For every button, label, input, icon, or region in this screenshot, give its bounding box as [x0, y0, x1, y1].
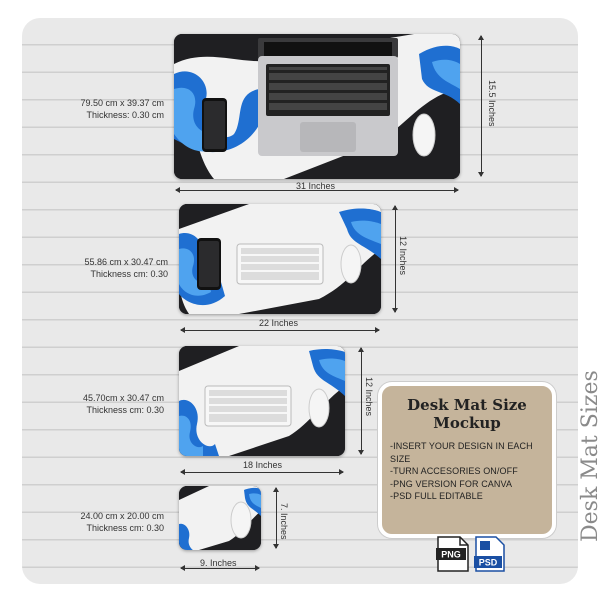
desk-mat-small [179, 346, 345, 456]
info-bullet: -PSD FULL EDITABLE [390, 491, 483, 501]
mat4-dimensions: 24.00 cm x 20.00 cm [80, 511, 164, 521]
mat2-height-arrow [392, 205, 398, 313]
info-bullet-list: -INSERT YOUR DESIGN IN EACH SIZE -TURN A… [390, 440, 552, 503]
mat3-artwork [179, 346, 345, 456]
mat3-width-arrow [180, 469, 344, 475]
mat1-artwork [174, 34, 460, 179]
mat1-height-arrow [478, 35, 484, 177]
mat1-thickness: Thickness: 0.30 cm [86, 110, 164, 120]
info-box: Desk Mat Size Mockup -INSERT YOUR DESIGN… [378, 382, 556, 538]
mat4-height-label: 7. Inches [279, 503, 289, 540]
desk-mat-mini [179, 486, 261, 550]
png-badge-label: PNG [441, 550, 461, 560]
mat2-width-arrow [180, 327, 380, 333]
info-bullet: -TURN ACCESORIES ON/OFF [390, 466, 518, 476]
mat3-thickness: Thickness cm: 0.30 [86, 405, 164, 415]
mat1-width-label: 31 Inches [296, 181, 336, 191]
info-title-line1: Desk Mat Size [407, 396, 527, 414]
mat4-artwork [179, 486, 261, 550]
desk-mat-medium [179, 204, 381, 314]
mat2-height-label: 12 Inches [398, 236, 408, 276]
mat2-specs: 55.86 cm x 30.47 cm Thickness cm: 0.30 [60, 256, 168, 280]
side-title: Desk Mat Sizes [578, 370, 600, 542]
mat2-dimensions: 55.86 cm x 30.47 cm [84, 257, 168, 267]
psd-file-icon: PSD [474, 536, 505, 572]
info-bullet: -INSERT YOUR DESIGN IN EACH SIZE [390, 441, 533, 464]
mat1-specs: 79.50 cm x 39.37 cm Thickness: 0.30 cm [60, 97, 164, 121]
mat3-height-arrow [358, 347, 364, 455]
mat3-height-label: 12 Inches [364, 377, 374, 417]
mat4-specs: 24.00 cm x 20.00 cm Thickness cm: 0.30 [60, 510, 164, 534]
mat2-artwork [179, 204, 381, 314]
psd-badge-label: PSD [479, 558, 498, 568]
mat4-width-arrow [180, 565, 260, 571]
info-bullet: -PNG VERSION FOR CANVA [390, 478, 513, 489]
mat3-width-label: 18 Inches [243, 460, 283, 470]
info-title-line2: Mockup [433, 414, 501, 432]
mat3-specs: 45.70cm x 30.47 cm Thickness cm: 0.30 [60, 392, 164, 416]
mat4-width-label: 9. Inches [200, 558, 237, 568]
mat1-dimensions: 79.50 cm x 39.37 cm [80, 98, 164, 108]
mat1-width-arrow [175, 187, 459, 193]
mat4-thickness: Thickness cm: 0.30 [86, 523, 164, 533]
png-file-icon: PNG [436, 536, 469, 572]
mat1-height-label: 15.5 Inches [487, 80, 497, 127]
mat3-dimensions: 45.70cm x 30.47 cm [82, 393, 164, 403]
desk-mat-large [174, 34, 460, 179]
mat4-height-arrow [273, 487, 279, 549]
mat2-thickness: Thickness cm: 0.30 [90, 269, 168, 279]
mat2-width-label: 22 Inches [259, 318, 299, 328]
